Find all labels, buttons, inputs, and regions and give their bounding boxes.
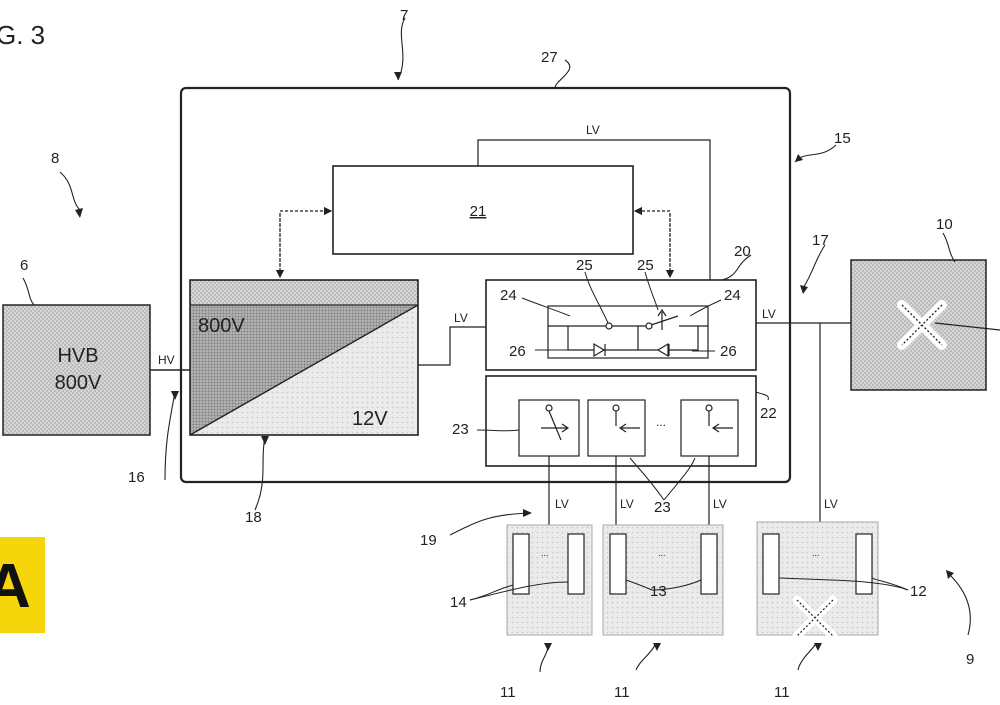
zone-13: ... — [602, 524, 724, 636]
ref-26a: 26 — [509, 343, 526, 360]
ref-11a: 11 — [500, 684, 516, 701]
ref-24b: 24 — [724, 287, 741, 304]
ref-18: 18 — [245, 509, 262, 526]
ref-24a: 24 — [500, 287, 517, 304]
zone13-ellipsis: ... — [658, 548, 666, 558]
ref-26b: 26 — [720, 343, 737, 360]
leader-lines — [22, 17, 971, 673]
leader-arrowheads — [75, 72, 954, 651]
lv-converter-label: LV — [454, 311, 468, 325]
lv-zone13b-label: LV — [713, 497, 727, 511]
reference-numerals: 7 27 15 8 6 10 17 20 25 25 24 24 26 26 2… — [20, 7, 974, 701]
ref-22: 22 — [760, 405, 777, 422]
component-leaders — [469, 271, 909, 601]
switch-box — [485, 279, 757, 371]
ref-6: 6 — [20, 257, 28, 274]
zone-12: ... — [756, 521, 879, 641]
ref-10: 10 — [936, 216, 953, 233]
ref-16: 16 — [128, 469, 145, 486]
controller-ref: 21 — [470, 203, 487, 220]
ref-25b: 25 — [637, 257, 654, 274]
switch-bank-ellipsis: ... — [656, 415, 666, 429]
ref-17: 17 — [812, 232, 829, 249]
battery-label-voltage: 800V — [55, 372, 102, 394]
switch-bank: ... — [485, 375, 757, 467]
ref-25a: 25 — [576, 257, 593, 274]
converter-upper-voltage: 800V — [198, 315, 245, 337]
ref-27: 27 — [541, 49, 558, 66]
zone-14: ... — [506, 524, 593, 636]
zone14-ellipsis: ... — [541, 548, 549, 558]
battery-block: HVB 800V — [2, 304, 151, 436]
ref-11c: 11 — [774, 684, 790, 701]
badge-letter: A — [0, 552, 31, 621]
ref-23a: 23 — [452, 421, 469, 438]
lv-zone13a-label: LV — [620, 497, 634, 511]
dcdc-converter: 800V 12V — [189, 279, 419, 436]
zone12-ellipsis: ... — [812, 548, 820, 558]
control-links — [275, 206, 675, 279]
ref-19: 19 — [420, 532, 437, 549]
converter-lower-voltage: 12V — [352, 408, 388, 430]
ref-14: 14 — [450, 594, 467, 611]
ref-8: 8 — [51, 150, 59, 167]
ref-23b: 23 — [654, 499, 671, 516]
ref-15: 15 — [834, 130, 851, 147]
lv-output-label: LV — [762, 307, 776, 321]
controller-block — [332, 165, 634, 255]
ref-13: 13 — [650, 583, 667, 600]
ref-12: 12 — [910, 583, 927, 600]
lv-converter-link — [418, 326, 486, 366]
ref-9: 9 — [966, 651, 974, 668]
lv-top-link — [477, 139, 711, 280]
badge: A — [0, 537, 45, 633]
lv-zone14-label: LV — [555, 497, 569, 511]
ref-11b: 11 — [614, 684, 630, 701]
hv-label: HV — [158, 353, 175, 367]
main-enclosure — [179, 86, 792, 484]
lv-zone12-label: LV — [824, 497, 838, 511]
ref-7: 7 — [400, 7, 408, 24]
ref-20: 20 — [734, 243, 751, 260]
figure-title: G. 3 — [0, 20, 45, 50]
battery-label-hvb: HVB — [57, 345, 98, 367]
lv-top-label: LV — [586, 123, 600, 137]
load-block-10 — [850, 259, 1000, 391]
